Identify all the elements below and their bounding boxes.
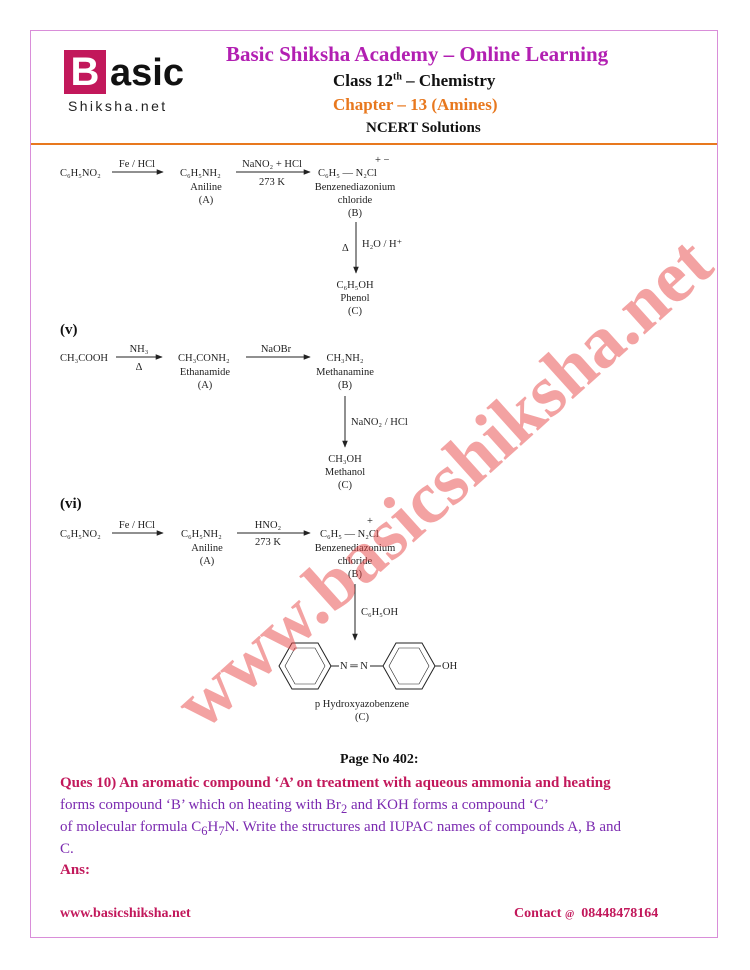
rxv-name-a: Ethanamide xyxy=(180,367,230,378)
logo-subtitle: Shiksha.net xyxy=(68,98,168,114)
q3-c: N. Write the structures and IUPAC names … xyxy=(224,819,621,835)
rxvi-product-b: C₆H₅ — N₂Cl xyxy=(320,529,379,540)
rxv-label-c: (C) xyxy=(338,480,353,491)
header-rule xyxy=(31,143,717,145)
rxv-reagent1-top: NH₃ xyxy=(130,344,149,355)
rxiv-reagent3-right: H₂O / H⁺ xyxy=(362,239,402,250)
rxiv-name-b2: chloride xyxy=(338,195,373,206)
rxvi-name-c: p Hydroxyazobenzene xyxy=(315,699,410,710)
rxv-name-c: Methanol xyxy=(325,467,365,478)
rxiv-reagent3-left: Δ xyxy=(342,243,349,254)
logo-word: asic xyxy=(110,52,184,94)
q3-b: H xyxy=(207,819,219,835)
rxvi-charge: + xyxy=(367,516,373,527)
logo-mark: B xyxy=(64,50,106,94)
azo-oh: OH xyxy=(442,661,458,672)
rxv-reagent3: NaNO₂ / HCl xyxy=(351,417,408,428)
rxvi-reagent2-top: HNO₂ xyxy=(255,520,282,531)
section-v-label: (v) xyxy=(60,322,78,338)
rxv-reagent2: NaOBr xyxy=(261,344,292,355)
chapter-heading: Chapter – 13 (Amines) xyxy=(333,95,498,114)
question-line-4: C. xyxy=(60,841,74,857)
rxv-label-b: (B) xyxy=(338,380,353,391)
rxiv-reagent2-top: NaNO₂ + HCl xyxy=(242,159,302,170)
rxiv-product-c: C₆H₅OH xyxy=(336,280,373,291)
rxvi-label-a: (A) xyxy=(200,556,215,567)
rxvi-reagent3: C₆H₅OH xyxy=(361,607,398,618)
class-heading: Class 12th – Chemistry xyxy=(333,71,495,91)
question-line-1: Ques 10) An aromatic compound ‘A’ on tre… xyxy=(60,772,710,794)
rxiv-reagent2-bottom: 273 K xyxy=(259,177,285,188)
rxiv-name-a: Aniline xyxy=(190,182,222,193)
contact-phone: 08448478164 xyxy=(581,906,659,921)
class-prefix: Class 12 xyxy=(333,71,393,90)
rxv-reagent1-bottom: Δ xyxy=(136,362,143,373)
rxv-product-c: CH₃OH xyxy=(328,454,362,465)
rxv-product-a: CH₃CONH₂ xyxy=(178,353,230,364)
question-line-2: forms compound ‘B’ which on heating with… xyxy=(60,794,710,820)
azo-link: N ═ N xyxy=(340,661,368,672)
rxiv-label-a: (A) xyxy=(199,195,214,206)
q3-a: of molecular formula C xyxy=(60,819,202,835)
q3-sub1: 6 xyxy=(201,824,208,838)
page-number: Page No 402: xyxy=(340,752,419,767)
rxiv-label-c: (C) xyxy=(348,306,363,317)
q2-sub: 2 xyxy=(340,802,348,816)
contact-label: Contact xyxy=(514,906,562,921)
rxvi-label-b: (B) xyxy=(348,569,363,580)
question-line-3: of molecular formula C6H7N. Write the st… xyxy=(60,816,710,842)
rxiv-reactant: C₆H₅NO₂ xyxy=(60,168,101,179)
class-suffix: – Chemistry xyxy=(401,71,496,90)
rxvi-label-c: (C) xyxy=(355,712,370,723)
class-sup: th xyxy=(392,71,402,83)
rxvi-name-a: Aniline xyxy=(191,543,223,554)
question-label: Ques 10) xyxy=(60,775,117,791)
rxiv-charges: + − xyxy=(375,155,390,166)
rxv-reactant: CH₃COOH xyxy=(60,353,108,364)
rxv-name-b: Methanamine xyxy=(316,367,374,378)
rxiv-product-a: C₆H₅NH₂ xyxy=(180,168,221,179)
reaction-diagrams: C₆H₅NO₂ Fe / HCl C₆H₅NH₂ Aniline (A) NaN… xyxy=(60,155,458,723)
question-bold-text: An aromatic compound ‘A’ on treatment wi… xyxy=(116,775,611,791)
q2-b: and KOH forms a compound ‘C’ xyxy=(347,797,549,813)
benzene-ring-left xyxy=(278,642,332,690)
rxvi-product-a: C₆H₅NH₂ xyxy=(181,529,222,540)
contact-at: @ xyxy=(564,909,575,920)
benzene-ring-left-inner xyxy=(284,647,326,685)
footer-website-link[interactable]: www.basicshiksha.net xyxy=(60,906,191,921)
rxvi-reagent1: Fe / HCl xyxy=(119,520,155,531)
benzene-ring-right xyxy=(382,642,436,690)
q3-sub2: 7 xyxy=(218,824,225,838)
rxvi-name-b1: Benzenediazonium xyxy=(315,543,395,554)
rxiv-name-c: Phenol xyxy=(340,293,369,304)
rxvi-name-b2: chloride xyxy=(338,556,373,567)
rxvi-reactant: C₆H₅NO₂ xyxy=(60,529,101,540)
rxv-label-a: (A) xyxy=(198,380,213,391)
answer-label: Ans: xyxy=(60,862,91,878)
rxiv-reagent1: Fe / HCl xyxy=(119,159,155,170)
subtitle-heading: NCERT Solutions xyxy=(366,120,481,136)
rxiv-product-b: C₆H₅ — N₂Cl xyxy=(318,168,377,179)
footer-contact: Contact @ 08448478164 xyxy=(514,906,658,922)
page-frame xyxy=(30,30,718,938)
rxiv-label-b: (B) xyxy=(348,208,363,219)
q2-a: forms compound ‘B’ which on heating with… xyxy=(60,797,341,813)
section-vi-label: (vi) xyxy=(60,496,82,512)
benzene-ring-right-inner xyxy=(388,647,430,685)
rxvi-reagent2-bottom: 273 K xyxy=(255,537,281,548)
academy-title: Basic Shiksha Academy – Online Learning xyxy=(226,42,609,66)
rxiv-name-b1: Benzenediazonium xyxy=(315,182,395,193)
rxv-product-b: CH₃NH₂ xyxy=(326,353,363,364)
